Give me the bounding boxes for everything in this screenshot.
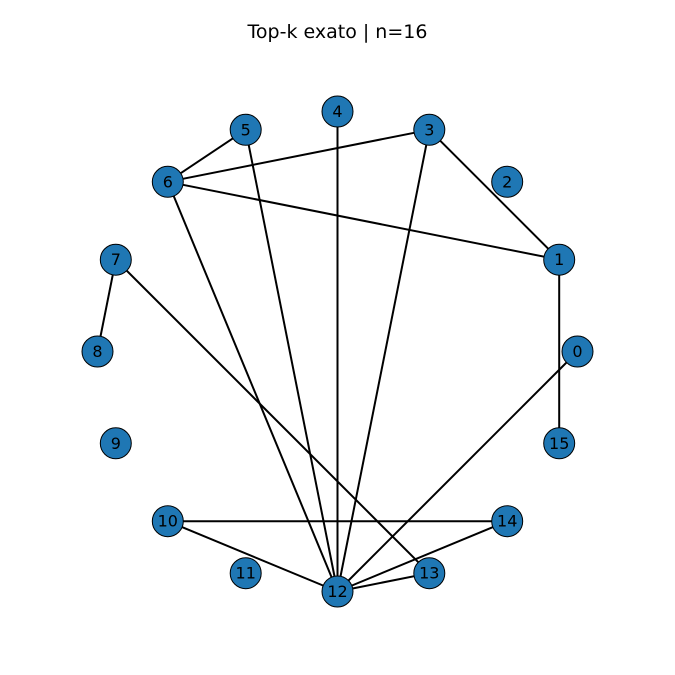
node-2: 2 [491, 165, 524, 198]
node-circle-4 [321, 95, 354, 128]
edge-3-6 [167, 128, 430, 183]
edge-0-12 [336, 350, 579, 593]
node-circle-12 [321, 575, 354, 608]
edges-layer [96, 111, 579, 593]
node-circle-1 [543, 243, 576, 276]
node-label-12: 12 [327, 582, 347, 601]
node-12: 12 [321, 575, 354, 608]
node-label-2: 2 [502, 172, 512, 191]
edge-1-3 [428, 129, 560, 261]
node-circle-6 [151, 165, 184, 198]
node-1: 1 [543, 243, 576, 276]
node-label-0: 0 [572, 342, 582, 361]
node-label-4: 4 [332, 102, 342, 121]
node-5: 5 [229, 113, 262, 146]
node-circle-0 [561, 335, 594, 368]
node-circle-11 [229, 557, 262, 590]
node-label-8: 8 [92, 342, 102, 361]
node-circle-2 [491, 165, 524, 198]
node-circle-8 [81, 335, 114, 368]
node-circle-5 [229, 113, 262, 146]
node-3: 3 [413, 113, 446, 146]
node-circle-7 [99, 243, 132, 276]
node-label-7: 7 [111, 250, 121, 269]
edge-1-6 [167, 180, 560, 261]
node-circle-10 [151, 505, 184, 538]
figure-title: Top-k exato | n=16 [247, 21, 428, 43]
node-label-3: 3 [424, 120, 434, 139]
node-13: 13 [413, 557, 446, 590]
node-label-10: 10 [158, 512, 178, 531]
node-9: 9 [99, 427, 132, 460]
node-circle-14 [491, 505, 524, 538]
node-circle-15 [543, 427, 576, 460]
node-15: 15 [543, 427, 576, 460]
node-label-5: 5 [241, 120, 251, 139]
edge-5-12 [244, 129, 339, 592]
node-7: 7 [99, 243, 132, 276]
node-11: 11 [229, 557, 262, 590]
node-label-1: 1 [554, 250, 564, 269]
node-circle-9 [99, 427, 132, 460]
node-6: 6 [151, 165, 184, 198]
node-0: 0 [561, 335, 594, 368]
node-circle-13 [413, 557, 446, 590]
node-8: 8 [81, 335, 114, 368]
edge-10-12 [167, 520, 338, 593]
node-label-15: 15 [549, 434, 569, 453]
edge-3-12 [336, 129, 431, 592]
node-circle-3 [413, 113, 446, 146]
node-label-13: 13 [419, 564, 439, 583]
node-label-11: 11 [236, 564, 256, 583]
edge-6-12 [166, 181, 339, 592]
edge-12-14 [337, 520, 508, 593]
node-label-14: 14 [497, 512, 517, 531]
node-14: 14 [491, 505, 524, 538]
node-4: 4 [321, 95, 354, 128]
node-label-6: 6 [163, 172, 173, 191]
node-10: 10 [151, 505, 184, 538]
node-label-9: 9 [111, 434, 121, 453]
